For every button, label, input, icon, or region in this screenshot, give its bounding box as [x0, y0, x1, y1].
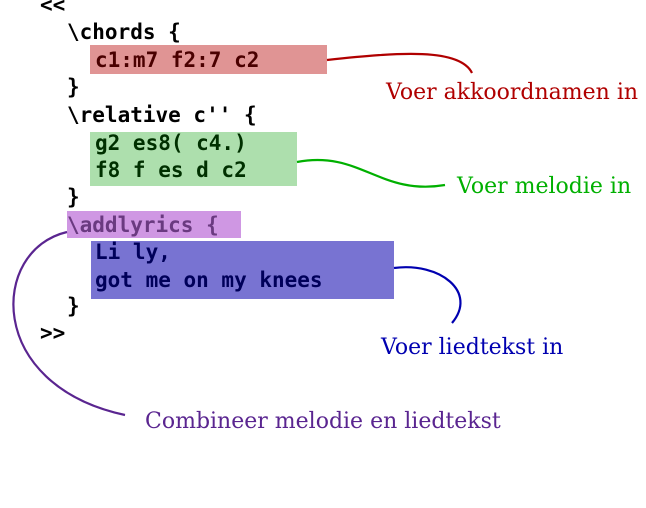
- combine-connector: [12, 230, 126, 417]
- code-close-all: >>: [40, 321, 66, 345]
- lyrics-connector: [393, 266, 462, 324]
- code-close-chords: }: [67, 75, 80, 99]
- code-melody-line1: g2 es8( c4.): [95, 131, 247, 155]
- code-close-lyrics: }: [67, 294, 80, 318]
- label-lyrics: Voer liedtekst in: [381, 335, 564, 360]
- code-close-relative: }: [67, 185, 80, 209]
- code-addlyrics-open: \addlyrics {: [67, 213, 219, 237]
- code-chords-body: c1:m7 f2:7 c2: [95, 48, 260, 72]
- code-lyrics-line2: got me on my knees: [95, 268, 323, 292]
- code-open: <<: [40, 0, 66, 17]
- code-relative-open: \relative c'' {: [67, 103, 257, 127]
- label-combine: Combineer melodie en liedtekst: [145, 409, 501, 434]
- code-melody-line2: f8 f es d c2: [95, 158, 247, 182]
- lyrics-highlight: [91, 241, 394, 299]
- addlyrics-highlight: [67, 211, 241, 238]
- chords-connector: [326, 52, 473, 74]
- code-chords-open: \chords {: [67, 20, 181, 44]
- melody-connector: [296, 158, 446, 188]
- label-chords: Voer akkoordnamen in: [386, 80, 639, 105]
- code-lyrics-line1: Li ly,: [95, 240, 171, 264]
- label-melody: Voer melodie in: [457, 174, 632, 199]
- melody-highlight: [90, 132, 297, 186]
- chords-highlight: [90, 45, 327, 74]
